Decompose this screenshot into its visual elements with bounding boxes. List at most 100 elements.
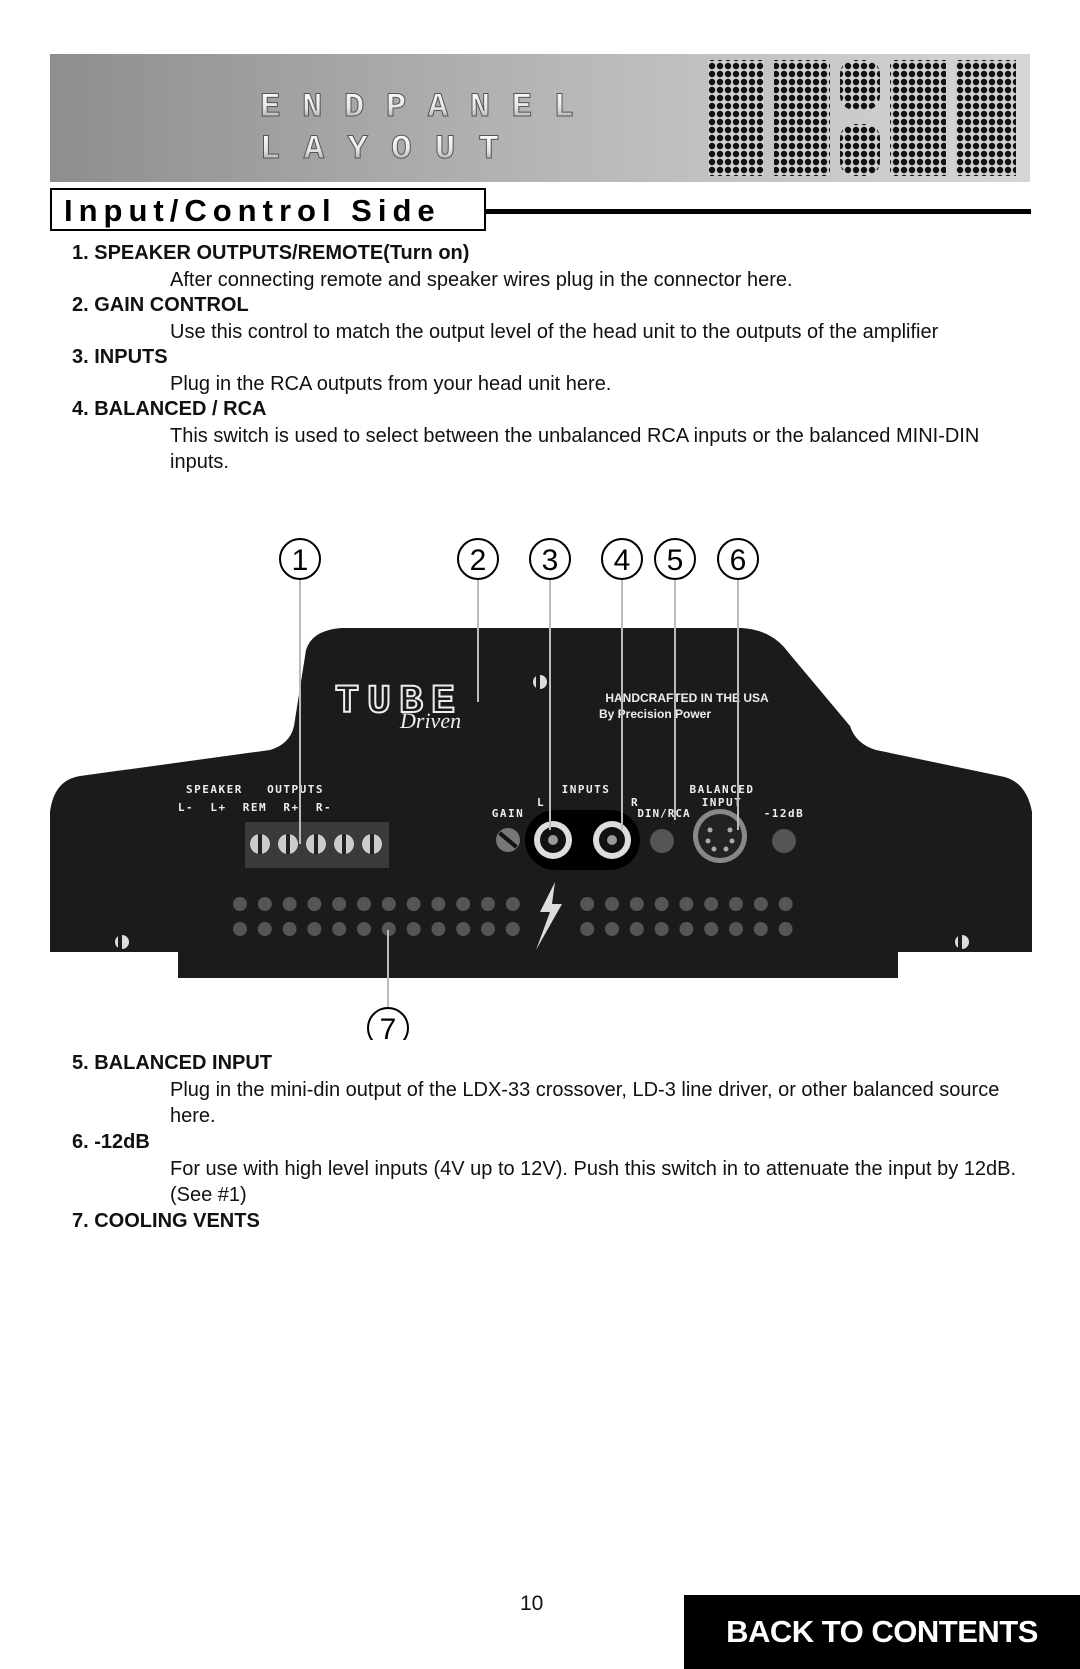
- vent-hole: [456, 922, 471, 936]
- input-r-label: R: [631, 796, 638, 809]
- speaker-pin-labels: L- L+ REM R+ R-: [178, 801, 332, 814]
- item-description: Plug in the mini-din output of the LDX-3…: [170, 1079, 1000, 1127]
- vent-hole: [431, 897, 446, 911]
- screw-icon: [533, 675, 547, 689]
- inputs-label: INPUTS: [562, 783, 611, 796]
- vent-hole: [729, 897, 743, 911]
- din-rca-switch-icon: [650, 829, 674, 853]
- rca-jack-icon: [534, 821, 572, 859]
- vent-hole: [605, 897, 619, 911]
- item-heading: 3. INPUTS: [72, 346, 168, 368]
- vent-hole: [729, 922, 743, 936]
- balanced-label: BALANCED: [690, 783, 755, 796]
- vent-hole: [505, 922, 520, 936]
- vent-hole: [233, 922, 247, 936]
- vent-hole: [456, 897, 471, 911]
- item-heading: 6. -12dB: [72, 1131, 150, 1153]
- vent-hole: [481, 922, 495, 936]
- item-heading: 5. BALANCED INPUT: [72, 1052, 273, 1074]
- vent-hole: [406, 922, 421, 936]
- amplifier-panel-body: [50, 628, 1032, 978]
- vent-hole: [629, 897, 644, 911]
- callout-5: 5: [667, 544, 684, 577]
- vent-hole: [257, 922, 272, 936]
- minus-12db-switch-icon: [772, 829, 796, 853]
- cooling-vents: [233, 897, 793, 936]
- vent-hole: [282, 897, 297, 911]
- vent-hole: [357, 897, 371, 911]
- vent-hole: [654, 897, 669, 911]
- callout-lines: [299, 559, 739, 1010]
- vent-hole: [605, 922, 619, 936]
- vent-hole: [654, 922, 669, 936]
- vent-hole: [431, 922, 446, 936]
- brand-logo: TUBE: [335, 680, 463, 725]
- vent-hole: [307, 922, 322, 936]
- vent-hole: [307, 897, 322, 911]
- gain-label: GAIN: [492, 807, 525, 820]
- vent-hole: [357, 922, 371, 936]
- callout-7: 7: [380, 1013, 397, 1040]
- gain-knob-icon: [496, 828, 520, 852]
- endpanel-diagram: TUBE Driven HANDCRAFTED IN THE USA By Pr…: [50, 538, 1032, 1040]
- vent-hole: [629, 922, 644, 936]
- item-description: This switch is used to select between th…: [170, 425, 980, 473]
- vent-hole: [257, 897, 272, 911]
- vent-hole: [481, 897, 495, 911]
- speaker-grille-graphic: [708, 60, 1016, 176]
- mini-din-jack-icon: [693, 809, 747, 863]
- tagline-line1: HANDCRAFTED IN THE USA: [605, 691, 769, 705]
- vent-hole: [753, 897, 768, 911]
- section-divider: [486, 209, 1031, 214]
- banner-title-line2: LAYOUT: [260, 131, 505, 169]
- section-title: Input/Control Side: [64, 193, 441, 228]
- vent-hole: [580, 922, 595, 936]
- callout-6: 6: [730, 544, 747, 577]
- screw-icon: [115, 935, 129, 949]
- vent-hole: [580, 897, 595, 911]
- vent-hole: [406, 897, 421, 911]
- vent-hole: [381, 922, 396, 936]
- vent-hole: [704, 897, 719, 911]
- lightning-bolt-icon: [536, 882, 562, 950]
- vent-hole: [282, 922, 297, 936]
- item-description: After connecting remote and speaker wire…: [170, 269, 793, 291]
- callout-markers: 1 2 3 4 5 6 7: [279, 538, 759, 1040]
- screw-icon: [955, 935, 969, 949]
- section-title-box: Input/Control Side: [50, 188, 486, 231]
- header-banner: ENDPANEL LAYOUT: [50, 54, 1030, 182]
- vent-hole: [704, 922, 719, 936]
- vent-hole: [679, 922, 694, 936]
- banner-title: ENDPANEL LAYOUT: [260, 89, 580, 170]
- item-heading: 1. SPEAKER OUTPUTS/REMOTE(Turn on): [72, 242, 470, 264]
- callout-3: 3: [542, 544, 559, 577]
- brand-script: Driven: [399, 708, 461, 733]
- item-description: Use this control to match the output lev…: [170, 321, 939, 343]
- rca-jack-icon: [593, 821, 631, 859]
- tagline-line2: By Precision Power: [599, 707, 711, 721]
- back-to-contents-button[interactable]: BACK TO CONTENTS: [684, 1595, 1080, 1669]
- vent-hole: [505, 897, 520, 911]
- item-heading: 7. COOLING VENTS: [72, 1210, 260, 1232]
- banner-title-line1: ENDPANEL: [260, 89, 580, 127]
- item-heading: 4. BALANCED / RCA: [72, 398, 267, 420]
- vent-hole: [233, 897, 247, 911]
- vent-hole: [332, 897, 347, 911]
- vent-hole: [332, 922, 347, 936]
- callout-2: 2: [470, 544, 487, 577]
- vent-hole: [381, 897, 396, 911]
- din-rca-label: DIN/RCA: [637, 807, 690, 820]
- balanced-input-label: INPUT: [702, 796, 743, 809]
- page-number: 10: [520, 1592, 544, 1615]
- panel-base: [178, 952, 898, 966]
- item-description: Plug in the RCA outputs from your head u…: [170, 373, 612, 395]
- terminal-screws: [250, 834, 382, 854]
- vent-hole: [753, 922, 768, 936]
- callout-1: 1: [292, 544, 309, 577]
- vent-hole: [778, 897, 793, 911]
- vent-hole: [778, 922, 793, 936]
- callout-4: 4: [614, 544, 631, 577]
- vent-hole: [679, 897, 694, 911]
- input-l-label: L: [537, 796, 544, 809]
- minus-12db-label: -12dB: [764, 807, 805, 820]
